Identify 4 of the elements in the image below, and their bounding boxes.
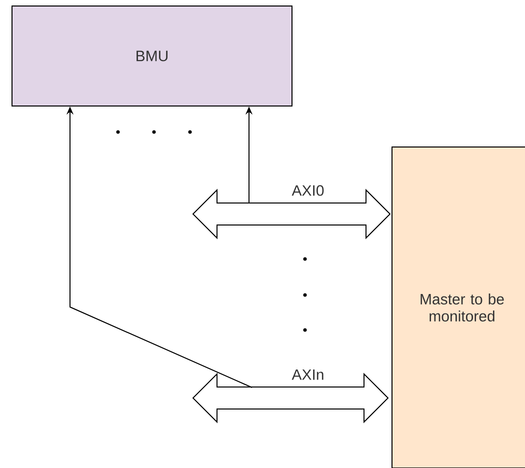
process-box: BMU (12, 6, 292, 106)
process-box: Master to be monitored (392, 146, 525, 468)
bus-label: AXIn (292, 369, 324, 380)
bus-label: AXI0 (292, 185, 324, 196)
